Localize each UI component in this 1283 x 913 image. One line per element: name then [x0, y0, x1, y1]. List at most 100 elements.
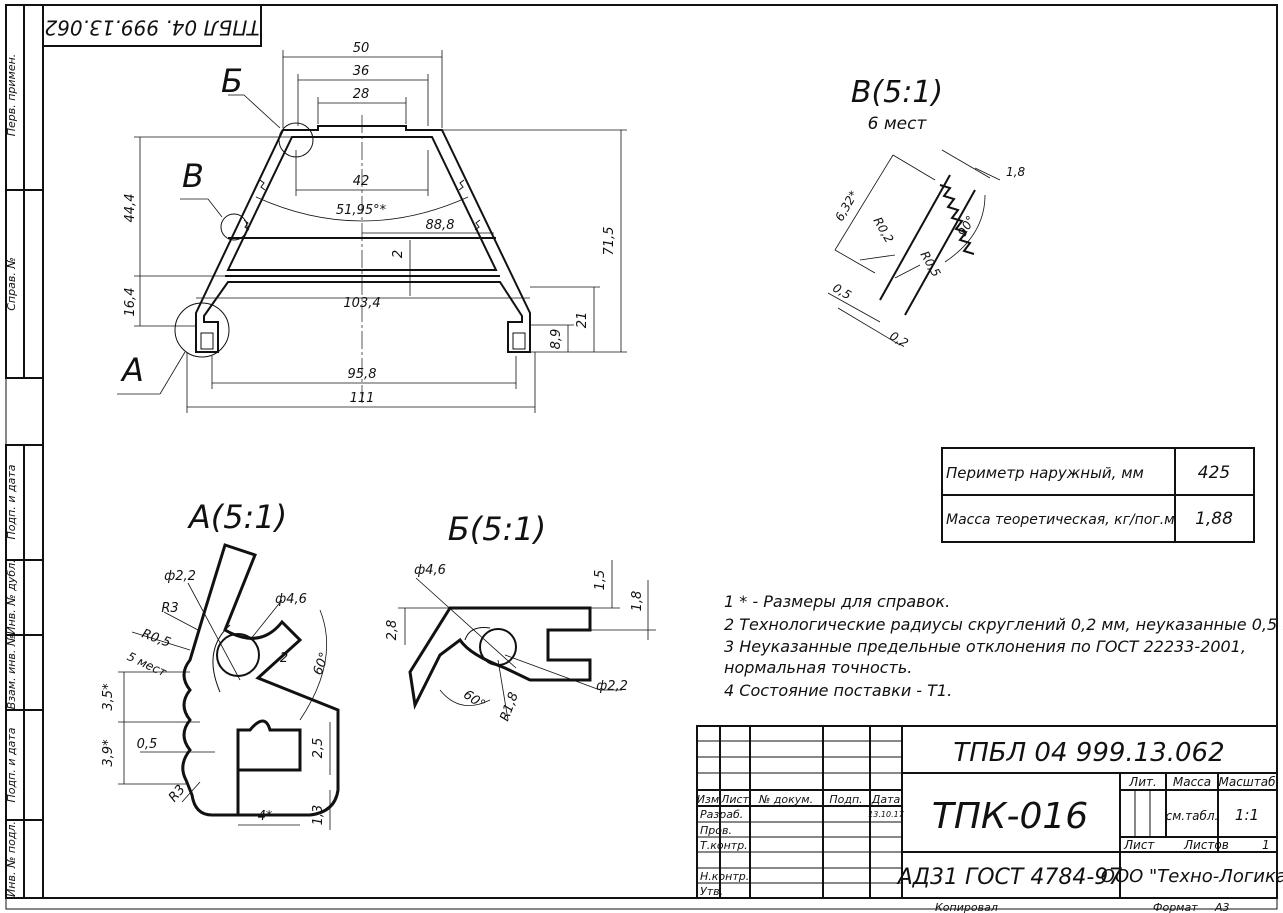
dim-b-60: 60° — [460, 687, 487, 713]
note-1: 1 * - Размеры для справок. — [724, 592, 950, 611]
dim-a-1-3: 1,3 — [311, 805, 326, 826]
detail-a-title: А(5:1) — [187, 498, 287, 536]
detail-v-view: В(5:1) 6 мест 1,8 6,32* R0,2 R0,5 90° 0,… — [827, 75, 1025, 351]
strip-label-2: Справ. № — [5, 257, 18, 311]
dim-111: 111 — [350, 391, 375, 406]
main-dimension-lines — [134, 50, 627, 413]
wall-ridges — [243, 179, 481, 231]
label-v: В — [182, 157, 204, 195]
detail-v-teeth — [939, 184, 975, 255]
detail-circle-v — [220, 213, 248, 241]
drawing-name: ТПК-016 — [932, 796, 1088, 837]
strip-label-5: Взам. инв. № — [5, 635, 18, 710]
drawing-company: ООО "Техно-Логика" — [1101, 866, 1283, 887]
prop-mass-label: Масса теоретическая, кг/пог.м — [946, 512, 1175, 528]
dim-v-0-5: 0,5 — [830, 281, 854, 303]
dim-a-phi4-6: ф4,6 — [275, 592, 307, 607]
role-prov: Пров. — [700, 824, 732, 837]
mass-value: см.табл. — [1166, 809, 1219, 823]
rotated-code-box: ТПБЛ 04. 999.13.062 — [42, 4, 262, 47]
dim-v-90: 90° — [955, 213, 978, 238]
detail-circle-a — [174, 302, 230, 358]
dim-a-r0-5: R0,5 — [140, 627, 173, 651]
dim-b-2-8: 2,8 — [385, 620, 400, 641]
dim-v-0-2: 0,2 — [887, 329, 911, 351]
sheets-label: Листов — [1183, 838, 1229, 852]
drawing-material: АД31 ГОСТ 4784-97 — [896, 865, 1123, 890]
detail-a-view: А(5:1) ф2,2 ф4,6 R3 R0,5 5 мест 2 60° 3,… — [101, 498, 340, 830]
detail-a-hole — [216, 633, 260, 677]
mass-label: Масса — [1173, 775, 1211, 789]
dim-50: 50 — [353, 41, 370, 56]
dim-44-4: 44,4 — [123, 194, 138, 223]
main-view: Б В А 50 36 28 42 51,95°* 88,8 44,4 — [117, 41, 627, 413]
profile-inner — [226, 136, 498, 271]
drawing-code: ТПБЛ 04 999.13.062 — [953, 738, 1224, 768]
detail-b-title: Б(5:1) — [448, 510, 546, 548]
detail-v-outer — [879, 174, 951, 301]
format-label: Формат — [1153, 901, 1198, 913]
notes: 1 * - Размеры для справок. 2 Технологиче… — [724, 592, 1283, 700]
dim-b-r1-8: R1,8 — [498, 690, 522, 723]
detail-b-view: Б(5:1) ф4,6 1,5 1,8 2,8 ф2,2 60° R1,8 — [385, 510, 656, 723]
copied-label: Копировал — [935, 901, 998, 913]
slot-right — [512, 332, 526, 350]
label-b: Б — [221, 62, 243, 100]
prop-perimeter-label: Периметр наружный, мм — [946, 464, 1144, 482]
detail-v-inner — [904, 189, 976, 316]
dim-angle: 51,95°* — [336, 203, 387, 218]
dim-v-6-32: 6,32* — [832, 188, 860, 223]
dim-v-r0-2: R0,2 — [871, 215, 897, 246]
strip-label-6: Подп. и дата — [5, 727, 18, 802]
dim-v-1-8: 1,8 — [1006, 165, 1025, 179]
dim-a-5-places: 5 мест — [125, 649, 169, 680]
role-tkontr: Т.контр. — [700, 839, 748, 852]
detail-v-subtitle: 6 мест — [868, 114, 928, 134]
dim-b-phi2-2: ф2,2 — [596, 679, 628, 694]
prop-perimeter-value: 425 — [1198, 463, 1230, 483]
dim-a-3-5: 3,5* — [101, 683, 116, 711]
role-nkontr: Н.контр. — [700, 870, 749, 883]
note-4: 4 Состояние поставки - Т1. — [724, 681, 952, 700]
dim-a-0-5: 0,5 — [137, 737, 158, 752]
detail-a-outline — [181, 543, 340, 817]
dim-95-8: 95,8 — [348, 367, 377, 382]
dim-b-1-8: 1,8 — [630, 591, 645, 612]
scale-label: Масштаб — [1218, 775, 1276, 789]
slot-left — [200, 332, 214, 350]
dim-a-60: 60° — [311, 650, 333, 677]
col-date: Дата — [871, 793, 901, 806]
dim-a-2-5: 2,5 — [311, 738, 326, 759]
format-value: А3 — [1214, 901, 1230, 913]
side-strip: Перв. примен. Справ. № Подп. и дата Инв.… — [5, 4, 44, 899]
lit-label: Лит. — [1128, 775, 1157, 789]
scale-value: 1:1 — [1235, 806, 1259, 824]
role-razrab: Разраб. — [700, 808, 743, 821]
dim-b-phi4-6: ф4,6 — [414, 563, 446, 578]
dim-16-4: 16,4 — [123, 288, 138, 317]
strip-label-7: Инв. № подл. — [5, 821, 18, 897]
sheet-label: Лист — [1123, 838, 1155, 852]
dim-42: 42 — [353, 174, 370, 189]
detail-a-inner-arc — [212, 624, 231, 693]
dim-a-phi2-2: ф2,2 — [164, 569, 196, 584]
dim-a-r3: R3 — [161, 601, 178, 616]
role-utv: Утв. — [700, 885, 723, 898]
strip-label-3: Подп. и дата — [5, 464, 18, 539]
dim-2: 2 — [391, 250, 406, 258]
strip-label-4: Инв. № дубл. — [5, 559, 18, 634]
col-sign: Подп. — [829, 793, 862, 806]
col-doc: № докум. — [758, 793, 813, 806]
label-a: А — [120, 351, 144, 389]
note-2: 2 Технологические радиусы скруглений 0,2… — [724, 615, 1283, 634]
detail-b-outline — [408, 606, 592, 710]
prop-mass-value: 1,88 — [1195, 509, 1233, 529]
dim-a-2: 2 — [280, 651, 288, 666]
dim-28: 28 — [353, 87, 370, 102]
dim-a-4: 4* — [258, 809, 273, 824]
note-3: 3 Неуказанные предельные отклонения по Г… — [724, 637, 1246, 656]
dim-b-1-5: 1,5 — [593, 570, 608, 591]
properties-table: Периметр наружный, мм 425 Масса теоретич… — [941, 447, 1255, 543]
rotated-code-text: ТПБЛ 04. 999.13.062 — [44, 16, 259, 40]
